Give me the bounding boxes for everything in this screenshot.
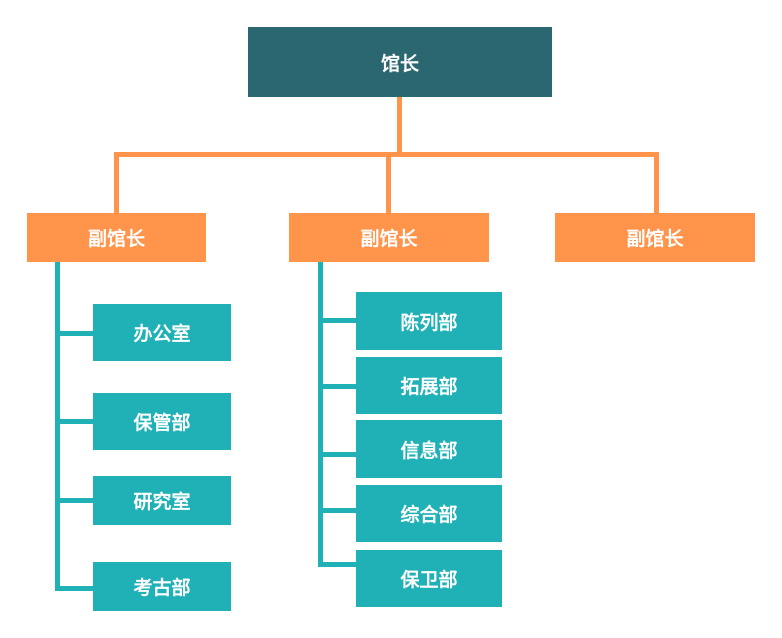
dept-node: 信息部 (356, 420, 502, 478)
vp-connector-left (114, 152, 119, 213)
dept-node: 考古部 (93, 562, 231, 611)
left-dept-connector-vertical (55, 262, 60, 591)
vp-node-middle: 副馆长 (289, 213, 489, 262)
left-dept-branch (55, 498, 93, 503)
vp-node-right: 副馆长 (555, 213, 755, 262)
mid-dept-branch (318, 318, 356, 323)
left-dept-branch (55, 419, 93, 424)
vp-connector-middle (386, 152, 391, 213)
left-dept-branch (55, 586, 93, 591)
dept-node: 综合部 (356, 485, 502, 542)
dept-node: 办公室 (93, 304, 231, 361)
mid-dept-branch (318, 562, 356, 567)
dept-node: 保管部 (93, 393, 231, 450)
dept-node: 拓展部 (356, 357, 502, 414)
vp-node-left: 副馆长 (27, 213, 206, 262)
mid-dept-branch (318, 384, 356, 389)
root-node: 馆长 (248, 27, 552, 97)
root-connector-vertical (397, 97, 402, 154)
dept-node: 保卫部 (356, 550, 502, 607)
left-dept-branch (55, 331, 93, 336)
vp-connector-right (654, 152, 659, 213)
mid-dept-branch (318, 508, 356, 513)
dept-node: 研究室 (93, 476, 231, 525)
mid-dept-connector-vertical (318, 262, 323, 567)
mid-dept-branch (318, 452, 356, 457)
dept-node: 陈列部 (356, 292, 502, 350)
